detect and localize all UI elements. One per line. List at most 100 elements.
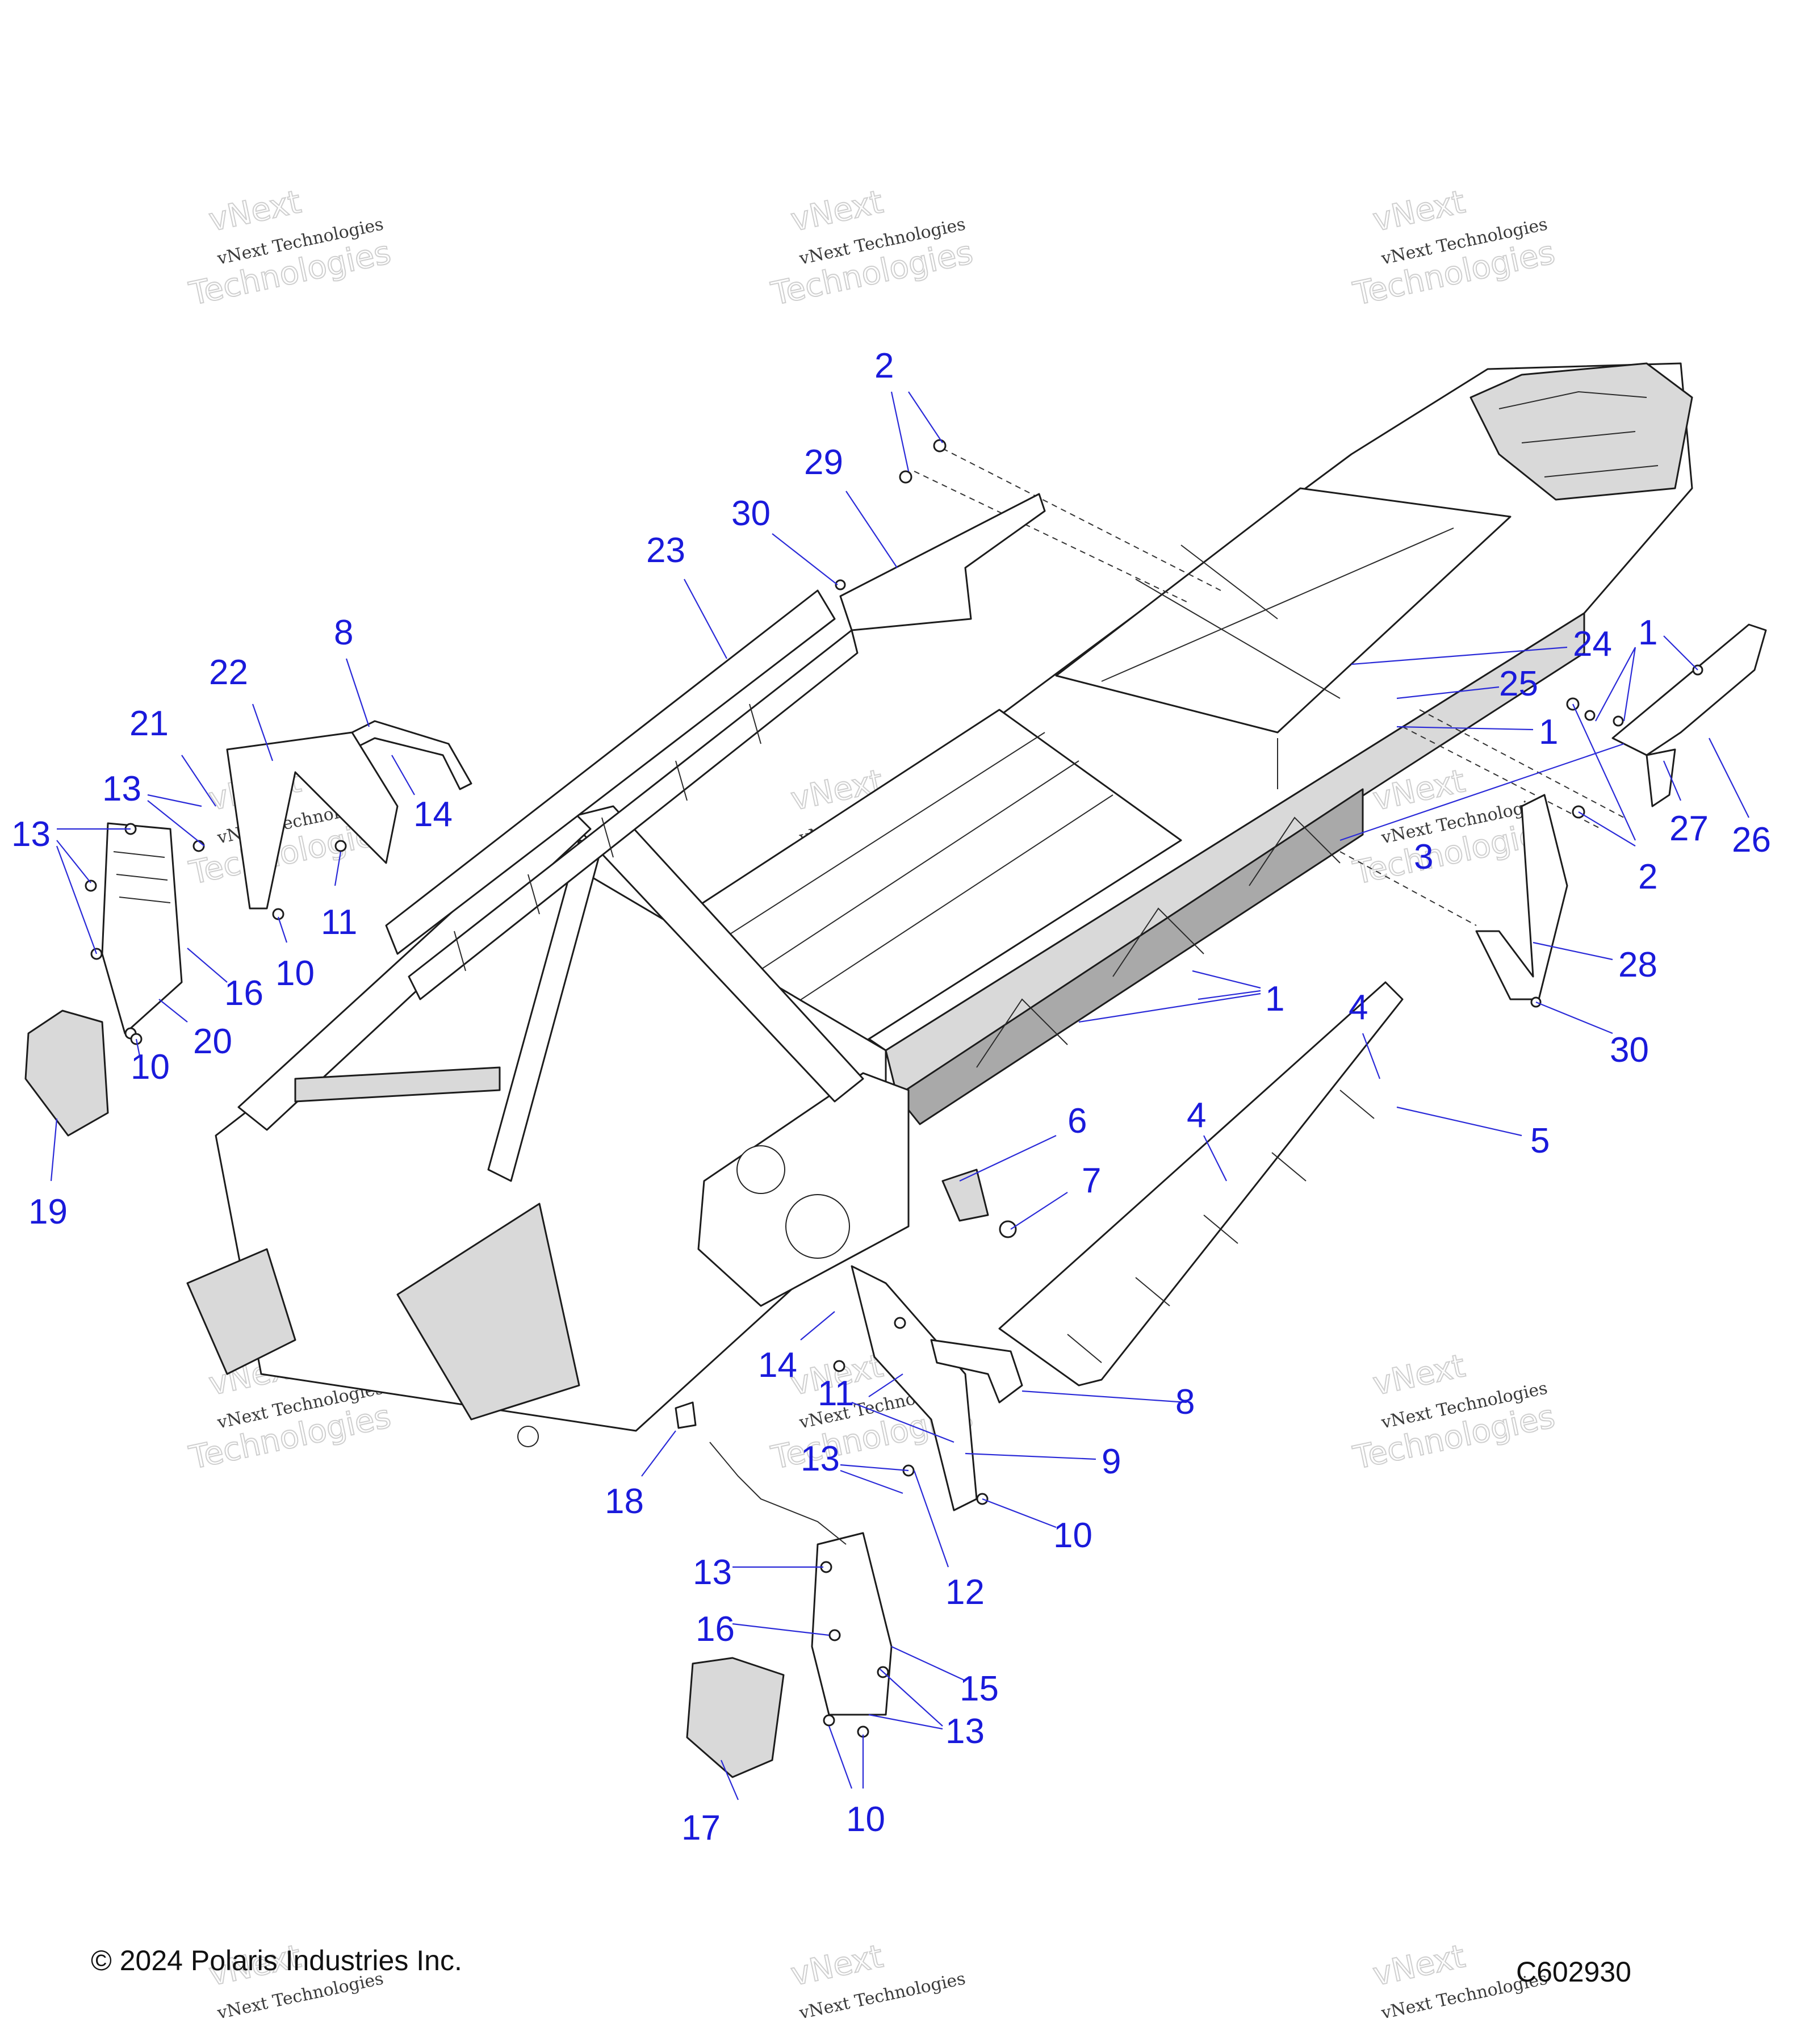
leader-16a [187, 948, 228, 983]
coolant-outlet [517, 1426, 539, 1447]
callout-13: 13 [945, 1712, 985, 1751]
leader-22 [252, 703, 274, 761]
watermark-large-top: vNext [1370, 1347, 1468, 1403]
rear-flap-detail [1498, 391, 1659, 478]
callout-13: 13 [693, 1553, 732, 1592]
steering-post [567, 805, 864, 1103]
side-plate [697, 1072, 910, 1307]
cable [709, 1442, 847, 1545]
callout-30: 30 [1610, 1031, 1649, 1070]
handle-tube-lower [930, 1339, 1023, 1404]
callout-15: 15 [960, 1669, 999, 1708]
screw [894, 1317, 906, 1329]
leader-29 [845, 491, 898, 568]
callout-21: 21 [129, 704, 169, 743]
pad-right [686, 1657, 785, 1778]
side-panel-right [811, 1532, 893, 1716]
leader-15 [891, 1646, 966, 1681]
leader-10a [277, 916, 288, 943]
leader-19 [50, 1118, 58, 1182]
rear-rail-upper [839, 493, 1046, 631]
leader-13c [840, 1464, 909, 1494]
cross-shaft [294, 1066, 501, 1103]
leader-4a [1362, 1033, 1381, 1079]
leader-10d [828, 1725, 864, 1789]
callout-28: 28 [1618, 945, 1657, 985]
chassis-assembly [186, 362, 1693, 1447]
callout-27: 27 [1669, 809, 1709, 848]
leader-11a [334, 851, 342, 886]
callout-22: 22 [209, 653, 248, 692]
leader-4b [1203, 1135, 1227, 1182]
screw [272, 908, 284, 920]
leader-30b [1535, 1001, 1613, 1034]
watermark-large-top: vNext [788, 183, 886, 239]
watermark-large-top: vNext [206, 183, 304, 239]
pad-left [24, 1010, 109, 1137]
leader-13a [147, 794, 205, 847]
callout-18: 18 [605, 1482, 644, 1521]
callout-4: 4 [1349, 988, 1368, 1027]
leader-1a [1396, 726, 1534, 731]
heat-exchanger-x [1101, 527, 1454, 699]
leader-8b [1021, 1390, 1187, 1404]
hex-nut [999, 1220, 1017, 1238]
watermark: vNext vNext Technologies Technologies [1350, 183, 1559, 313]
callout-30: 30 [731, 494, 771, 533]
leader-2a [890, 391, 943, 472]
leader-21 [181, 755, 216, 807]
callout-7: 7 [1082, 1161, 1101, 1200]
watermark: vNext vNext Technologies Technologies [1350, 1347, 1559, 1477]
watermark: vNext vNext Technologies Technologies [768, 183, 977, 313]
heat-exchanger-panel [1055, 487, 1512, 734]
callout-17: 17 [681, 1808, 721, 1848]
steering-support-bracket [226, 731, 399, 910]
loose-parts [24, 439, 1767, 1778]
leader-10c [982, 1498, 1057, 1528]
callout-8: 8 [1175, 1383, 1195, 1422]
side-plate-bore [736, 1145, 785, 1194]
leader-11b [851, 1373, 954, 1443]
nut [933, 439, 947, 453]
callout-2: 2 [1638, 857, 1657, 897]
watermark-large-top: vNext [1370, 183, 1468, 239]
callout-10: 10 [131, 1048, 170, 1087]
assembly-lines [914, 448, 1625, 926]
callout-20: 20 [193, 1022, 232, 1061]
running-board [998, 981, 1404, 1387]
screw [823, 1714, 835, 1727]
callout-2: 2 [874, 346, 894, 386]
callout-6: 6 [1067, 1101, 1087, 1141]
callout-13: 13 [102, 769, 141, 809]
nut [899, 470, 912, 484]
rear-hanger [1475, 794, 1568, 1000]
screw [334, 840, 347, 852]
leader-6 [959, 1135, 1057, 1182]
callout-11: 11 [818, 1374, 854, 1413]
callout-10: 10 [1053, 1516, 1092, 1555]
side-panel-left-louvers [113, 851, 171, 903]
callout-13: 13 [801, 1439, 840, 1478]
running-board-rungs [1067, 1090, 1375, 1363]
leader-lines [50, 391, 1749, 1800]
mount-plate [941, 1168, 989, 1222]
leader-30a [772, 533, 838, 585]
bulkhead-lower-gusset [396, 1203, 580, 1421]
leader-18 [641, 1430, 676, 1477]
callout-11: 11 [321, 903, 357, 942]
rear-bumper-bracket [1611, 623, 1767, 756]
leader-14a [391, 755, 415, 795]
leader-17 [720, 1760, 739, 1800]
leader-27 [1663, 760, 1682, 801]
leader-16b [732, 1623, 830, 1636]
leader-3 [1339, 743, 1625, 841]
figure-code: C602930 [1516, 1956, 1631, 1988]
dash-line [1419, 709, 1625, 818]
callout-3: 3 [1414, 837, 1433, 877]
callout-19: 19 [28, 1192, 68, 1232]
screw [828, 1629, 841, 1641]
callout-14: 14 [413, 795, 453, 834]
rivet [1584, 710, 1596, 721]
front-spindle-mount [186, 1248, 296, 1375]
callout-9: 9 [1102, 1442, 1121, 1481]
